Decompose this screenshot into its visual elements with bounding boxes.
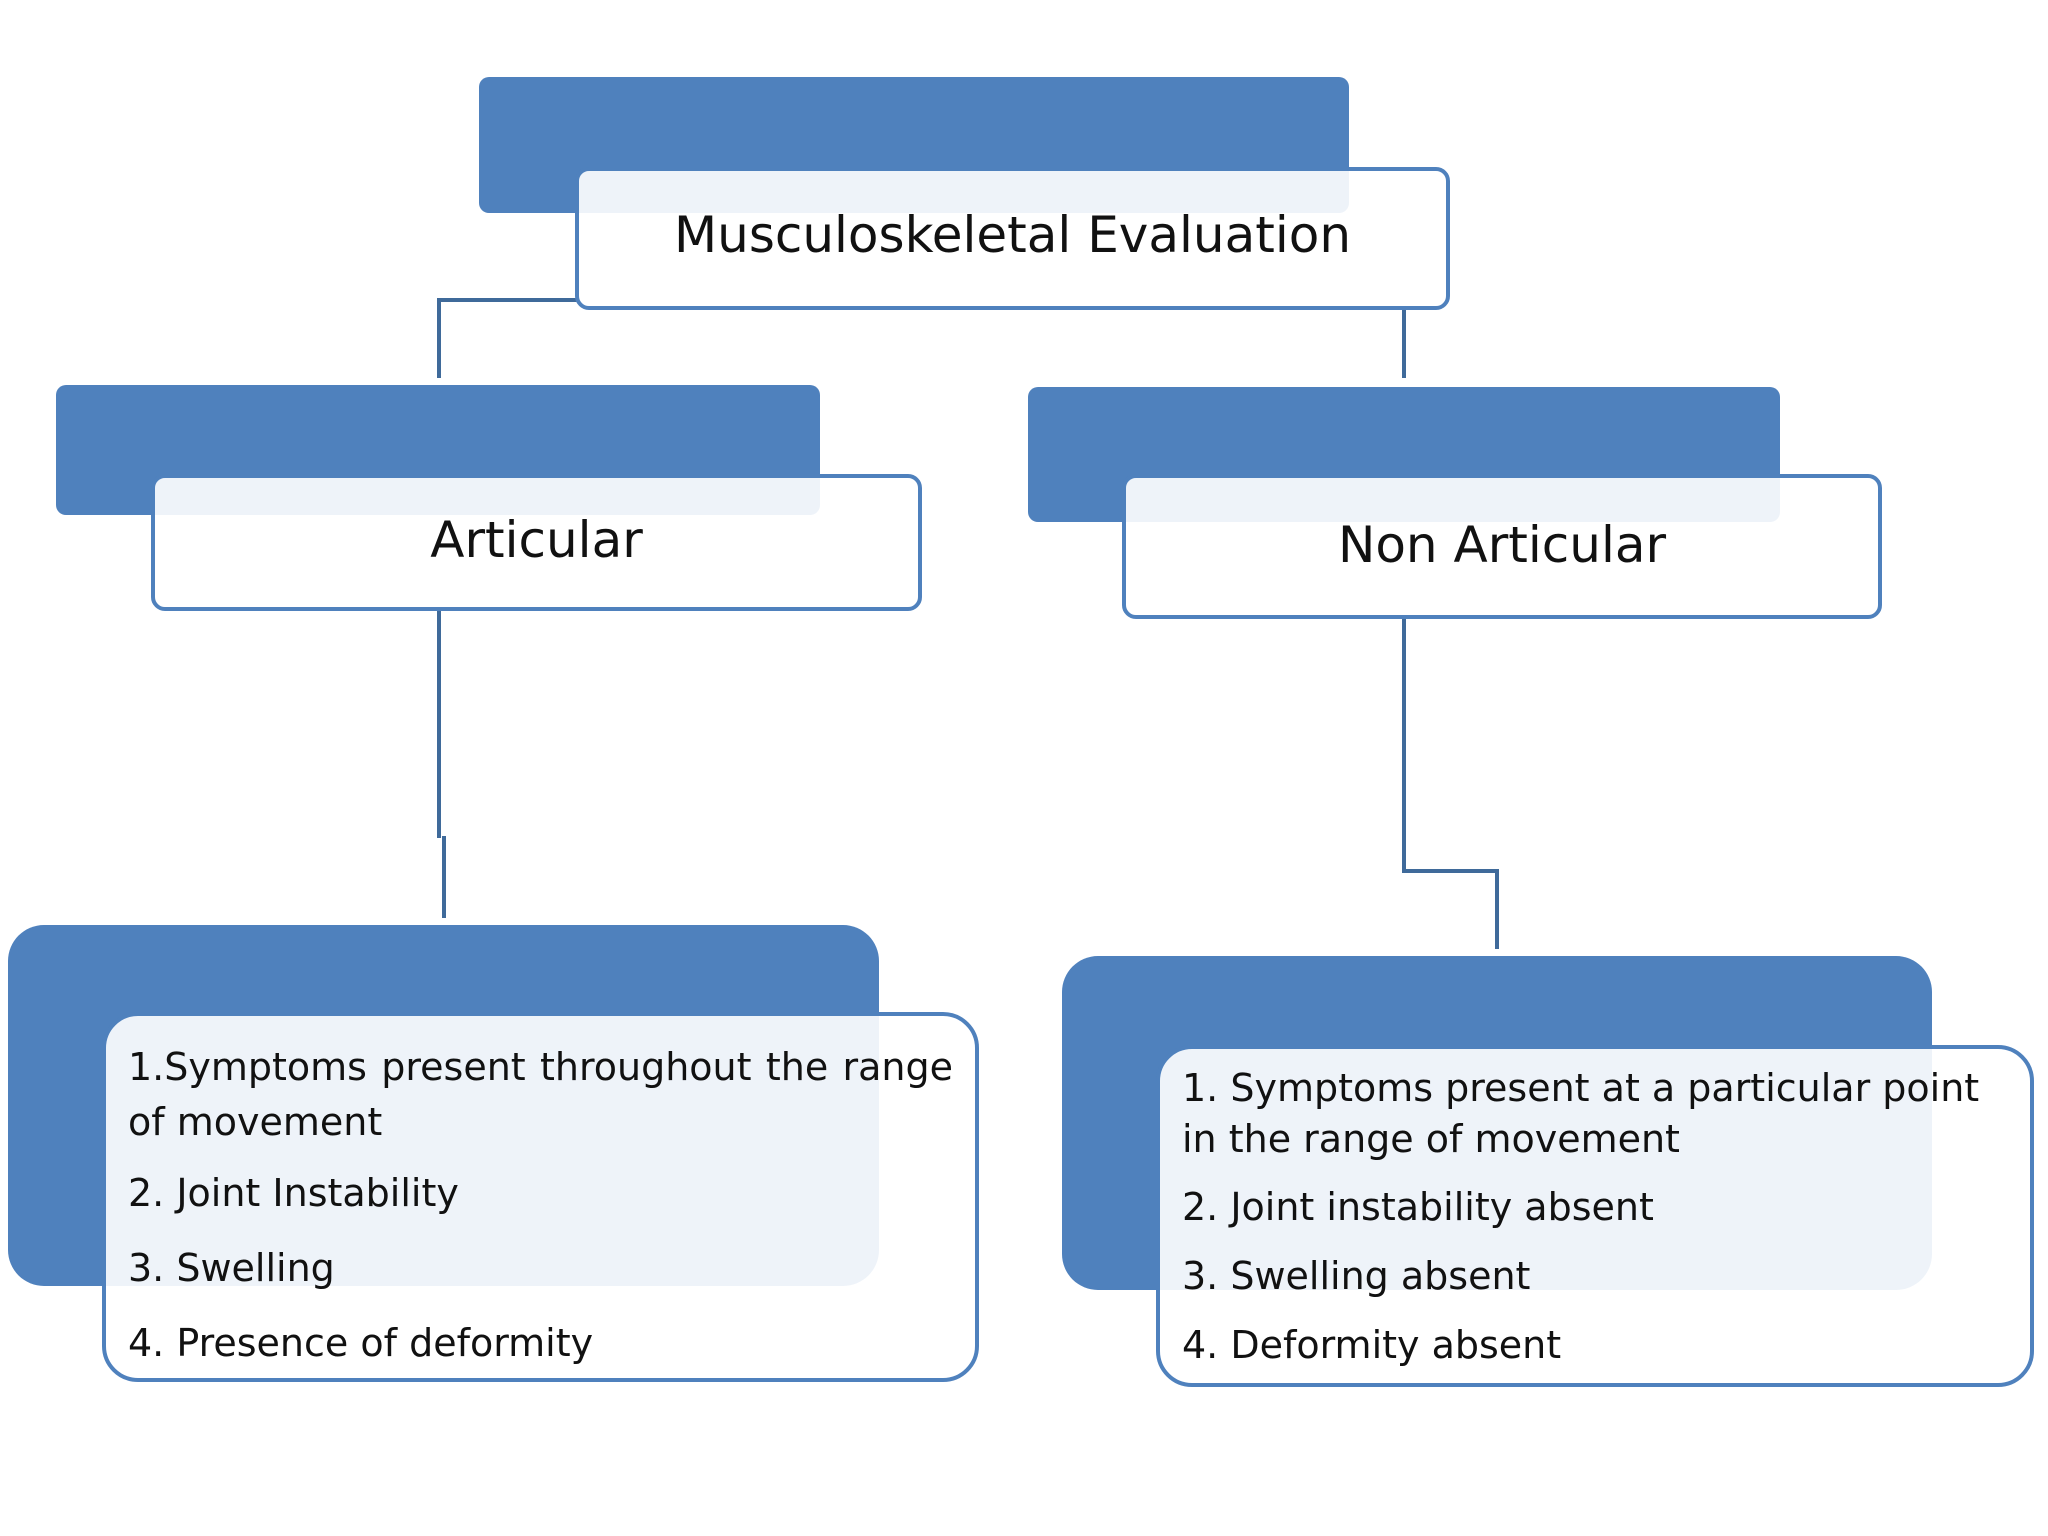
articular-details: 1.Symptoms present throughout the range …: [102, 1012, 979, 1382]
articular-details-list: 1.Symptoms present throughout the range …: [128, 1040, 953, 1371]
connector-nonarticular-h: [1402, 869, 1499, 873]
list-item: 4. Presence of deformity: [128, 1321, 594, 1366]
list-item: 4. Deformity absent: [1182, 1323, 1562, 1368]
non-articular-details: 1. Symptoms present at a particular poin…: [1156, 1045, 2034, 1387]
non-articular-details-list: 1. Symptoms present at a particular poin…: [1182, 1063, 2008, 1371]
connector-nonarticular-v1: [1402, 619, 1406, 873]
list-item: 2. Joint instability absent: [1182, 1184, 1654, 1229]
connector-root-right-v: [1402, 306, 1406, 378]
connector-root-left-h: [439, 298, 577, 302]
list-item: 1. Symptoms present at a particular poin…: [1182, 1066, 1980, 1162]
connector-articular-v1: [437, 611, 441, 838]
list-item: 3. Swelling: [128, 1246, 335, 1291]
connector-articular-v2: [442, 836, 446, 918]
root-node-label: Musculoskeletal Evaluation: [673, 206, 1352, 264]
list-item: 3. Swelling absent: [1182, 1253, 1531, 1298]
articular-node-label: Articular: [430, 511, 643, 569]
connector-root-left-v: [437, 298, 441, 378]
non-articular-node-label: Non Articular: [1337, 516, 1667, 574]
list-item: 1.Symptoms present throughout the range …: [128, 1045, 953, 1145]
connector-nonarticular-v2: [1495, 869, 1499, 949]
root-node: Musculoskeletal Evaluation: [575, 167, 1450, 310]
list-item: 2. Joint Instability: [128, 1171, 459, 1216]
articular-node: Articular: [151, 474, 922, 611]
non-articular-node: Non Articular: [1122, 474, 1882, 619]
